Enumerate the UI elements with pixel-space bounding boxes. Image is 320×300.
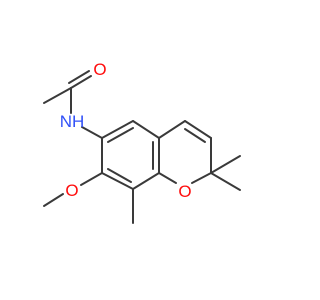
molecule-structure: O NH O O — [43, 60, 241, 224]
bond-methyl-carbonyl — [43, 87, 72, 104]
bond-ring-a1-inner — [107, 127, 134, 143]
bond-alkene-inner — [184, 128, 206, 143]
bond-alkene-ring — [158, 120, 186, 139]
bond-quaternary-methyl-1 — [210, 155, 241, 174]
bond-ring-methoxy-oxygen — [80, 172, 103, 186]
bond-carbonyl-oxygen — [70, 75, 92, 89]
amide-nitrogen-label: NH — [60, 112, 85, 131]
bond-quaternary-methyl-2 — [210, 172, 241, 191]
atom-labels: O NH O O — [60, 60, 192, 201]
pyran-oxygen-label: O — [178, 182, 191, 201]
bond-ring-a5 — [101, 172, 134, 190]
bond-pyran-oxygen-quaternary — [191, 172, 212, 184]
bond-methoxy-oxygen-methyl — [43, 193, 64, 207]
bonds — [43, 70, 241, 224]
bond-ring-a4 — [132, 172, 160, 190]
methoxy-oxygen-label: O — [65, 181, 78, 200]
bond-ring-a2 — [132, 120, 160, 139]
bond-nitrogen-ring — [81, 126, 103, 139]
bond-alkene — [184, 120, 212, 139]
bond-ring-a1 — [101, 120, 134, 139]
bond-ring-pyran-oxygen — [158, 172, 177, 184]
bond-carbonyl-oxygen-double — [68, 70, 90, 84]
carbonyl-oxygen-label: O — [93, 60, 106, 79]
bond-ring-a5-inner — [107, 168, 132, 183]
